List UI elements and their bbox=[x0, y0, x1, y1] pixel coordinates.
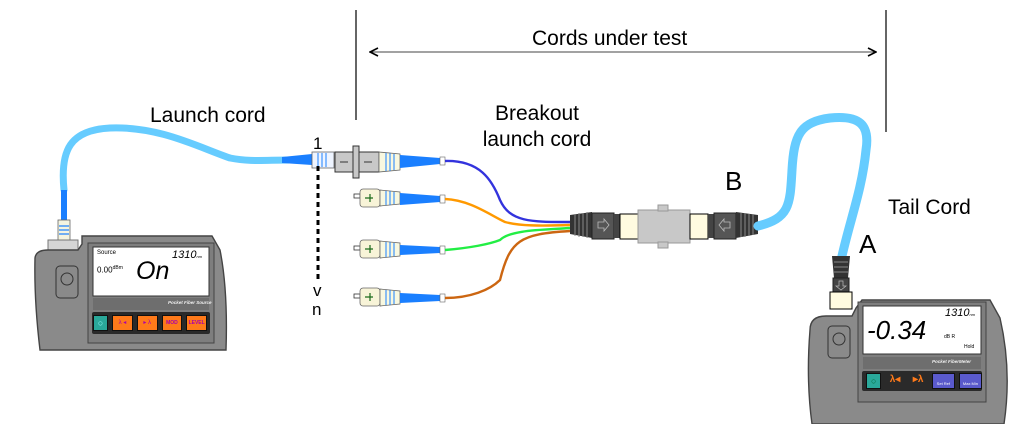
launch-cord bbox=[59, 124, 294, 194]
source-mod-button[interactable]: MOD bbox=[161, 315, 183, 331]
meter-lcd-unit: dB R bbox=[944, 334, 956, 340]
meter-lcd-wavelength-value: 1310 bbox=[945, 307, 970, 319]
meter-device-name: Pocket FiberMeter bbox=[932, 359, 972, 364]
meter-lcd-wavelength: 1310nm bbox=[945, 307, 975, 319]
fiber-4 bbox=[444, 229, 571, 300]
source-lcd-power-value: 0.00 bbox=[97, 265, 113, 275]
point-b-label: B bbox=[725, 166, 743, 196]
meter-lambda-right-button[interactable]: ▸λ bbox=[908, 373, 928, 387]
breakout-connector-1 bbox=[378, 151, 446, 173]
meter-power-button[interactable]: ○ bbox=[866, 373, 882, 389]
breakout-connector-4 bbox=[353, 287, 446, 307]
source-lcd-power: 0.00dBm bbox=[97, 265, 123, 275]
source-lambda-left-button[interactable]: λ ◂ bbox=[112, 315, 133, 331]
source-lcd-wavelength-value: 1310 bbox=[172, 249, 197, 261]
launch-cord-label: Launch cord bbox=[150, 104, 266, 127]
meter-lcd-wavelength-unit: nm bbox=[969, 312, 976, 317]
fiber-arrow-head: v bbox=[313, 281, 322, 300]
launch-cord-connector-end bbox=[311, 151, 335, 169]
fiber-last-label: n bbox=[312, 300, 322, 319]
launch-cord-boot-end bbox=[282, 154, 312, 165]
tail-cord-connector bbox=[829, 256, 853, 310]
meter-set-ref-button[interactable]: Set Ref bbox=[931, 373, 955, 389]
tail-cord-label: Tail Cord bbox=[888, 196, 971, 219]
meter-device bbox=[807, 299, 1008, 424]
point-a-label: A bbox=[859, 229, 877, 259]
meter-lcd-reading: -0.34 bbox=[867, 315, 927, 345]
source-lcd-wavelength-unit: nm bbox=[196, 254, 203, 259]
meter-button-row: ○ λ◂ ▸λ Set Ref Max Min bbox=[866, 373, 983, 389]
meter-lcd-hold: Hold bbox=[964, 344, 975, 350]
mpo-connector-right bbox=[689, 212, 758, 240]
tail-cord bbox=[753, 112, 872, 261]
source-button-row: ○ λ ◂ ▸ λ MOD LEVEL bbox=[93, 315, 207, 331]
source-lcd-wavelength: 1310nm bbox=[172, 249, 202, 261]
mpo-adapter bbox=[637, 204, 691, 249]
launch-cord-connector-source bbox=[57, 219, 71, 243]
source-lcd-status: On bbox=[136, 257, 170, 285]
breakout-label-line1: Breakout bbox=[494, 102, 580, 125]
source-device-name: Pocket Fiber Source bbox=[168, 300, 212, 305]
source-level-button[interactable]: LEVEL bbox=[186, 315, 207, 331]
breakout-label-line2: launch cord bbox=[482, 128, 592, 151]
breakout-connector-2 bbox=[353, 188, 446, 208]
source-lambda-right-button[interactable]: ▸ λ bbox=[136, 315, 158, 331]
cords-under-test-label: Cords under test bbox=[532, 27, 688, 50]
source-lcd-mode: Source bbox=[97, 250, 117, 256]
launch-cord-boot-source bbox=[61, 190, 67, 230]
source-lcd-power-unit: dBm bbox=[112, 265, 123, 271]
fiber-1 bbox=[444, 159, 571, 224]
fiber-2 bbox=[444, 197, 571, 227]
fiber-first-label: 1 bbox=[313, 134, 323, 153]
breakout-connector-3 bbox=[353, 239, 446, 259]
mpo-connector-left bbox=[570, 212, 639, 240]
meter-max-min-button[interactable]: Max Min bbox=[958, 373, 983, 389]
source-power-button[interactable]: ○ bbox=[93, 315, 109, 331]
fiber-3 bbox=[444, 226, 571, 252]
meter-lambda-left-button[interactable]: λ◂ bbox=[885, 373, 905, 387]
